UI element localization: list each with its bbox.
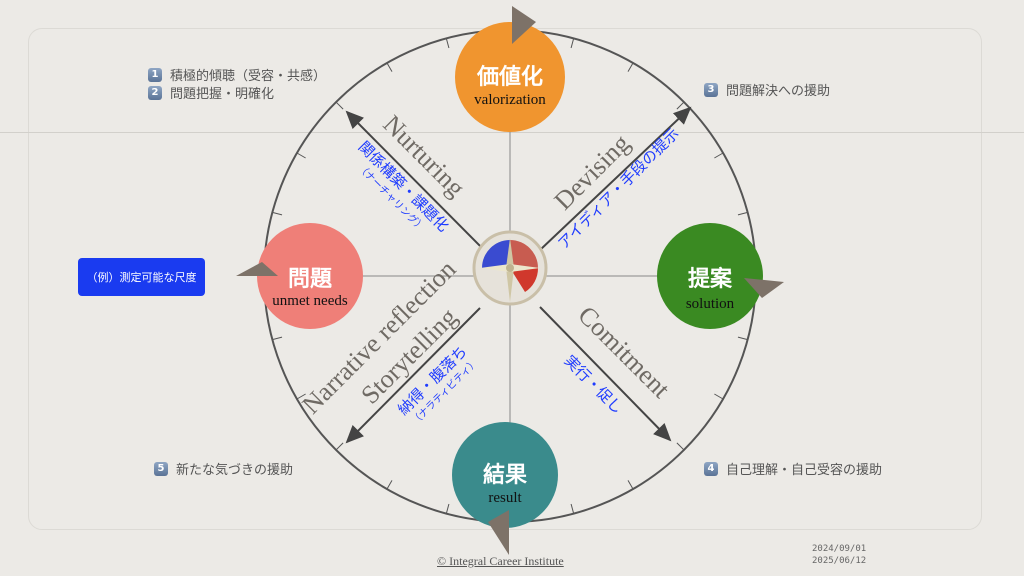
compass-icon xyxy=(472,230,548,306)
pointer-top-icon xyxy=(512,6,536,44)
ring-tick xyxy=(737,211,748,216)
ring-tick xyxy=(714,393,724,400)
ring-tick xyxy=(627,62,634,72)
divider-line xyxy=(0,132,1024,133)
node-solution: 提案 solution xyxy=(657,223,763,329)
ring-tick xyxy=(445,503,450,514)
svg-text:提案: 提案 xyxy=(688,266,733,292)
ring-tick xyxy=(570,38,575,49)
ring-tick xyxy=(296,152,306,159)
ring-tick xyxy=(272,211,283,216)
ring-tick xyxy=(386,62,393,72)
svg-text:solution: solution xyxy=(686,296,735,312)
svg-text:結果: 結果 xyxy=(483,462,527,488)
copyright: © Integral Career Institute xyxy=(437,554,564,568)
ring-tick xyxy=(272,336,283,341)
arrow-nurturing xyxy=(345,110,493,259)
svg-text:unmet needs: unmet needs xyxy=(272,293,348,309)
ring-tick xyxy=(296,393,306,400)
pointer-right-icon xyxy=(744,278,784,298)
svg-text:valorization: valorization xyxy=(474,92,546,108)
ring-tick xyxy=(386,480,393,490)
node-result: 結果 result xyxy=(452,422,558,528)
ring-tick xyxy=(335,101,344,110)
pointer-bottom-icon xyxy=(488,510,509,555)
ring-tick xyxy=(445,38,450,49)
ring-tick xyxy=(676,101,685,110)
ring-tick xyxy=(676,442,685,451)
svg-text:問題: 問題 xyxy=(288,267,333,292)
node-unmet-needs: 問題 unmet needs xyxy=(257,223,363,329)
arrow-devising xyxy=(539,106,692,251)
example-scale-button[interactable]: （例）測定可能な尺度 xyxy=(78,258,205,296)
node-valorization: 価値化 valorization xyxy=(455,22,565,132)
svg-text:result: result xyxy=(488,490,522,506)
ring-tick xyxy=(570,503,575,514)
ring-tick xyxy=(737,336,748,341)
ring-tick xyxy=(335,442,344,451)
ring-tick xyxy=(627,480,634,490)
ring-tick xyxy=(714,152,724,159)
svg-text:価値化: 価値化 xyxy=(476,64,543,90)
pointer-left-icon xyxy=(236,262,278,276)
arrow-commitment xyxy=(539,306,672,442)
arrow-narrative xyxy=(345,307,481,444)
